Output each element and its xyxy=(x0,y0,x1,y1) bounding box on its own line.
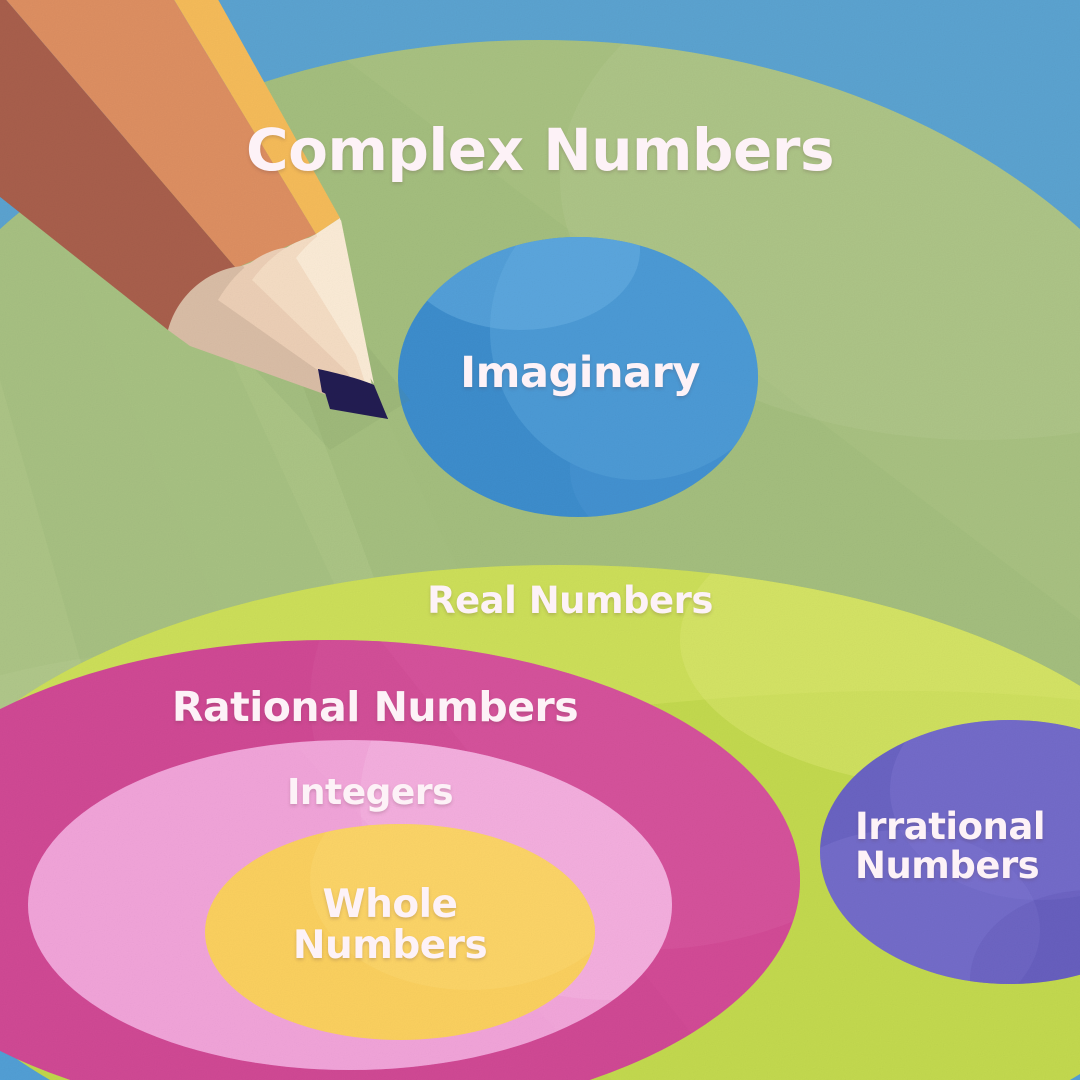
pencil-barrel-shadow xyxy=(0,0,236,330)
set-irrational-numbers xyxy=(820,720,1080,984)
colored-pencil xyxy=(0,0,410,450)
pencil-barrel xyxy=(6,0,316,268)
pencil-stripe xyxy=(174,0,340,234)
